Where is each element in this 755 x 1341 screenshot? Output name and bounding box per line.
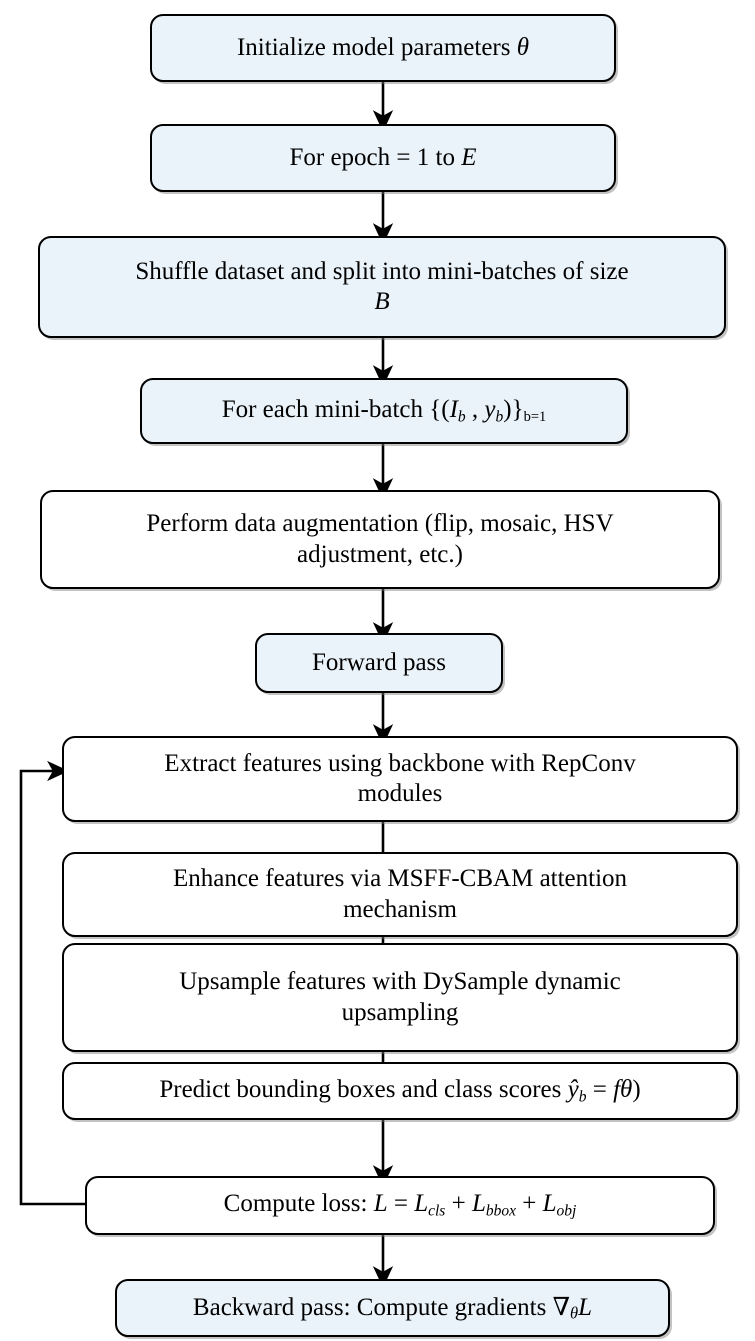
node-initialize-model-parameters[interactable]: Initialize model parameters θ — [150, 14, 616, 82]
augment-line-2: adjustment, etc.) — [297, 540, 463, 568]
augment-line-1: Perform data augmentation (flip, mosaic,… — [146, 510, 614, 537]
node-compute-loss[interactable]: Compute loss: L = Lcls + Lbbox + Lobj — [85, 1176, 715, 1235]
node-forward-pass[interactable]: Forward pass — [255, 633, 503, 693]
minibatch-range: b=1 — [523, 408, 547, 425]
node-label: Perform data augmentation (flip, mosaic,… — [146, 509, 613, 570]
batch-size-symbol: B — [374, 288, 390, 315]
node-shuffle-dataset[interactable]: Shuffle dataset and split into mini-batc… — [38, 236, 726, 338]
yhat-symbol: ŷ — [567, 1075, 579, 1103]
node-extract-features[interactable]: Extract features using backbone with Rep… — [62, 736, 738, 822]
epoch-count-symbol: E — [461, 143, 477, 171]
node-upsample-features[interactable]: Upsample features with DySample dynamic … — [62, 943, 738, 1052]
upsample-line-1: Upsample features with DySample dynamic — [179, 968, 621, 995]
upsample-line-2: upsampling — [341, 998, 459, 1026]
node-for-each-minibatch[interactable]: For each mini-batch {(Ib , yb)}b=1 — [140, 378, 628, 444]
node-label: For epoch = 1 to E — [289, 143, 477, 171]
node-label: Compute loss: L = Lcls + Lbbox + Lobj — [223, 1190, 577, 1220]
node-for-epoch[interactable]: For epoch = 1 to E — [150, 124, 616, 192]
node-label: Predict bounding boxes and class scores … — [159, 1075, 641, 1106]
node-label: For each mini-batch {(Ib , yb)}b=1 — [221, 395, 547, 426]
nabla-icon: ∇ — [552, 1293, 571, 1321]
enhance-line-1: Enhance features via MSFF-CBAM attention — [172, 865, 628, 892]
extract-line-2: modules — [357, 780, 443, 807]
node-label: Shuffle dataset and split into mini-batc… — [135, 257, 628, 318]
node-label: Backward pass: Compute gradients ∇θL — [192, 1293, 593, 1323]
node-predict-boxes[interactable]: Predict bounding boxes and class scores … — [62, 1062, 738, 1120]
node-label: Upsample features with DySample dynamic … — [179, 967, 621, 1028]
shuffle-line-1: Shuffle dataset and split into mini-batc… — [135, 257, 629, 285]
extract-line-1: Extract features using backbone with Rep… — [164, 749, 636, 777]
node-label: Forward pass — [311, 648, 446, 676]
enhance-line-2: mechanism — [343, 895, 457, 923]
node-label: Enhance features via MSFF-CBAM attention… — [173, 864, 627, 925]
node-label: Extract features using backbone with Rep… — [164, 749, 635, 810]
node-backward-pass[interactable]: Backward pass: Compute gradients ∇θL — [115, 1279, 670, 1337]
theta-symbol: θ — [516, 33, 530, 61]
node-label: Initialize model parameters θ — [236, 33, 530, 61]
node-enhance-features[interactable]: Enhance features via MSFF-CBAM attention… — [62, 852, 738, 937]
node-data-augmentation[interactable]: Perform data augmentation (flip, mosaic,… — [40, 490, 720, 589]
